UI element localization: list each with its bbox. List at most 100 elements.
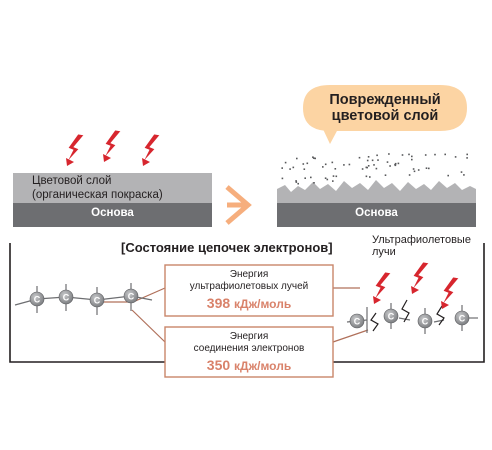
debris-particle — [314, 157, 316, 160]
debris-particle — [388, 153, 390, 155]
debris-particle — [454, 156, 457, 158]
debris-particle — [297, 182, 299, 185]
debris-particle — [322, 166, 324, 168]
callout-pointer — [322, 127, 338, 144]
debris-particle — [361, 168, 364, 170]
uv-bolt-icon — [102, 129, 122, 163]
carbon-atom-icon — [58, 289, 74, 305]
uv-rays-label-line2: лучи — [372, 246, 396, 258]
uv-energy-line2: ультрафиолетовых лучей — [189, 281, 309, 292]
base-layer — [13, 203, 212, 227]
base-label-right: Основа — [355, 207, 398, 219]
debris-particle — [304, 177, 306, 179]
carbon-atom-icon — [383, 308, 399, 324]
debris-particle — [411, 155, 413, 158]
debris-particle — [348, 163, 351, 166]
bond-energy-unit: кДж/моль — [234, 359, 292, 373]
section-title: [Состояние цепочек электронов] — [119, 240, 335, 255]
uv-energy-unit: кДж/моль — [234, 297, 292, 311]
debris-particle — [295, 180, 297, 182]
debris-particle — [386, 161, 389, 163]
carbon-atom-symbol: C — [388, 312, 395, 322]
debris-particle — [365, 166, 368, 169]
debris-particle — [302, 163, 305, 165]
debris-particle — [366, 159, 369, 162]
carbon-atom-symbol: C — [354, 317, 361, 327]
debris-particle — [334, 168, 337, 170]
debris-particle — [408, 153, 410, 156]
debris-particle — [466, 157, 468, 159]
debris-particle — [394, 162, 397, 165]
debris-particle — [424, 154, 427, 156]
debris-particle — [376, 154, 378, 157]
carbon-atom-icon — [454, 310, 470, 326]
bond-energy-line1: Энергия — [229, 331, 269, 342]
debris-particle — [369, 176, 371, 178]
color-layer — [13, 173, 212, 203]
debris-particle — [412, 168, 415, 170]
callout-title-line2: цветовой слой — [331, 108, 439, 124]
debris-particle — [413, 170, 416, 173]
debris-particle — [335, 175, 338, 178]
debris-particle — [466, 153, 468, 156]
debris-particle — [296, 157, 298, 160]
debris-particle — [389, 165, 391, 167]
debris-particle — [367, 165, 370, 167]
transition-arrow-icon — [225, 185, 252, 225]
color-layer-label: Цветовой слой — [32, 175, 112, 187]
bond-box-connector-right — [332, 329, 369, 343]
base-layer-right — [277, 203, 476, 227]
debris-particle — [332, 180, 334, 182]
debris-particle — [371, 159, 374, 162]
debris-particle — [358, 156, 361, 159]
debris-particle — [444, 153, 446, 156]
bond-energy-box — [164, 326, 334, 378]
debris-particle — [324, 163, 327, 166]
debris-particle — [365, 175, 368, 178]
uv-energy-box — [164, 264, 334, 317]
debris-particle — [312, 156, 314, 158]
bond-energy-line2: соединения электронов — [193, 343, 305, 354]
bond-break-marks — [370, 299, 445, 332]
debris-particle — [434, 153, 436, 156]
debris-particle — [428, 167, 430, 170]
uv-bolt-icon — [440, 276, 460, 310]
damaged-callout-bubble — [303, 85, 467, 131]
debris-particle — [310, 176, 312, 179]
debris-particle — [411, 158, 413, 161]
debris-particle — [326, 178, 329, 181]
debris-particle — [397, 162, 400, 165]
uv-bolt-icon — [410, 261, 430, 295]
debris-particle — [408, 174, 411, 176]
debris-particle — [377, 159, 379, 161]
carbon-atom-icon — [89, 292, 105, 308]
callout-title-line1: Поврежденный — [329, 92, 441, 108]
right-lightning-bolts — [372, 261, 460, 310]
bond-energy-value: 350 кДж/моль — [165, 357, 333, 373]
debris-particle — [306, 162, 309, 165]
debris-particle — [373, 164, 375, 166]
carbon-atom-symbol: C — [422, 317, 429, 327]
debris-particles — [281, 153, 468, 185]
carbon-atom-icon — [417, 313, 433, 329]
uv-bolt-icon — [141, 133, 161, 167]
debris-particle — [331, 161, 334, 164]
debris-particle — [384, 174, 387, 176]
damaged-color-layer — [277, 180, 476, 203]
debris-particle — [366, 166, 368, 169]
uv-bolt-icon — [372, 271, 392, 305]
carbon-atom-icon — [29, 291, 45, 307]
uv-energy-value: 398 кДж/моль — [165, 295, 333, 311]
color-layer-sublabel: (органическая покраска) — [32, 189, 163, 201]
debris-particle — [332, 175, 335, 177]
carbon-atom-symbol: C — [63, 293, 70, 303]
debris-particle — [292, 166, 295, 169]
bond-box-connector — [131, 309, 166, 343]
debris-particle — [447, 174, 449, 177]
carbon-atom-icon — [123, 288, 139, 304]
debris-particle — [324, 177, 327, 179]
bond-energy-number: 350 — [206, 357, 231, 373]
debris-particle — [313, 182, 315, 184]
